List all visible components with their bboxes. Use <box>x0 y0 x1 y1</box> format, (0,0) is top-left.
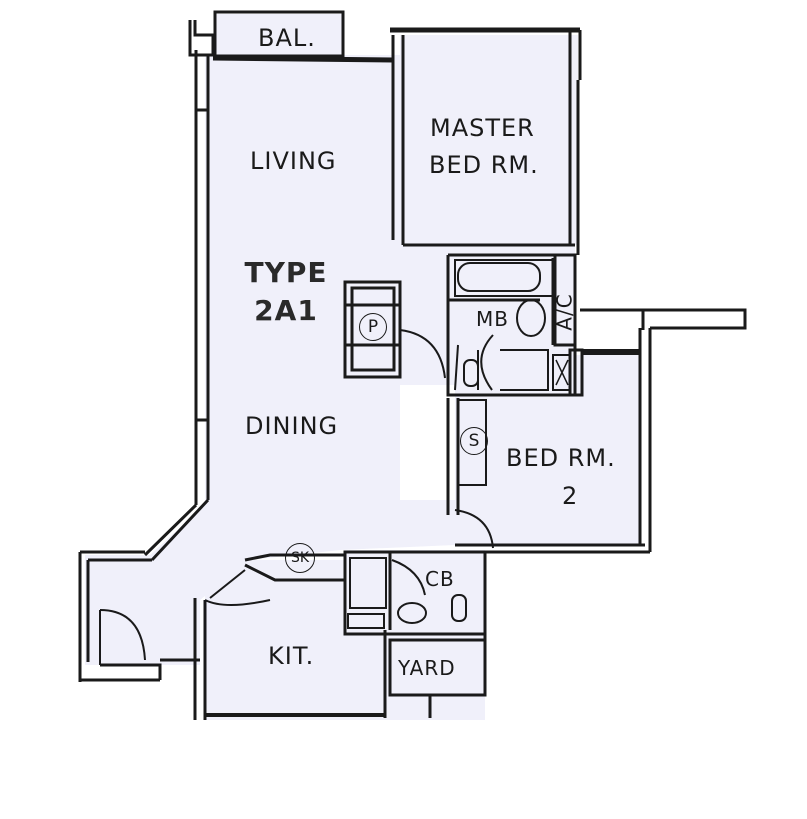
plan-type-line1: TYPE <box>244 256 328 289</box>
label-master-bedroom-1: MASTER <box>430 114 535 142</box>
label-ac: A/C <box>552 293 577 331</box>
plan-type-label: TYPE 2A1 <box>236 254 336 330</box>
pantry-symbol: P <box>359 313 387 341</box>
label-yard: YARD <box>398 656 456 680</box>
label-bedroom2-1: BED RM. <box>506 444 616 472</box>
walls <box>78 10 747 720</box>
label-dining: DINING <box>245 412 339 440</box>
label-kitchen: KIT. <box>268 642 315 670</box>
label-bedroom2-2: 2 <box>562 482 579 510</box>
store-symbol: S <box>460 427 488 455</box>
label-common-bath: CB <box>425 567 455 591</box>
sink-symbol: SK <box>285 543 315 573</box>
label-living: LIVING <box>250 147 337 175</box>
label-balcony: BAL. <box>258 24 316 52</box>
plan-type-line2: 2A1 <box>254 294 318 327</box>
label-master-bedroom-2: BED RM. <box>429 151 539 179</box>
label-master-bath: MB <box>476 307 509 331</box>
